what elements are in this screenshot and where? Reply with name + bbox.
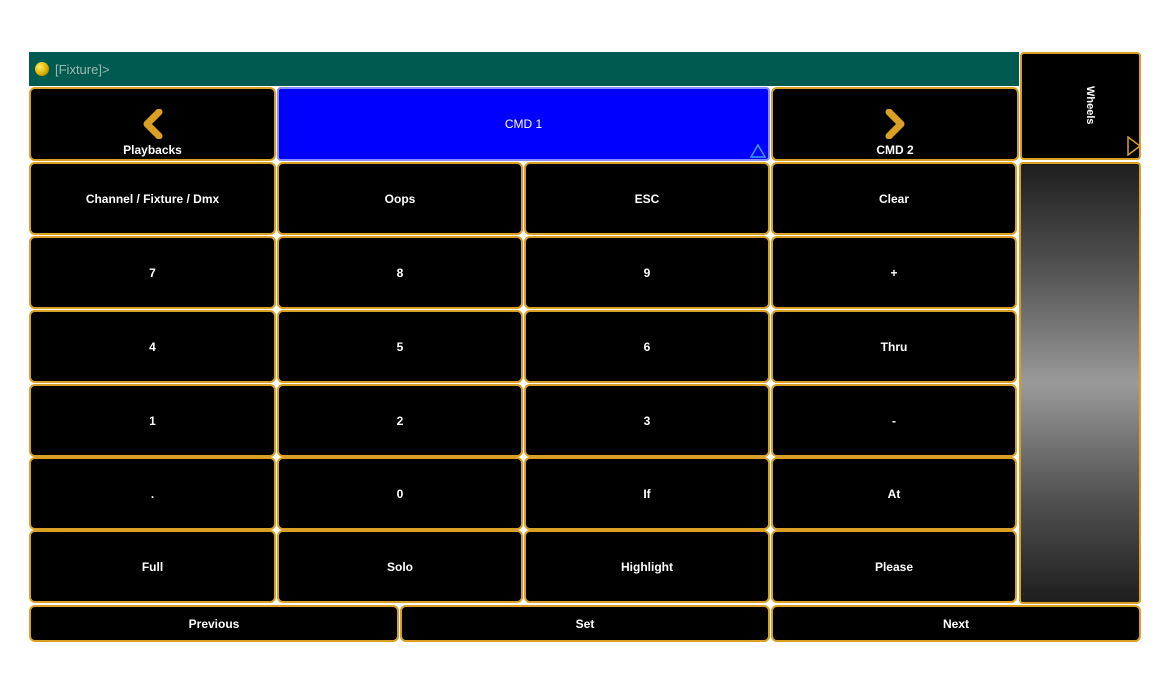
chevron-left-icon <box>143 109 162 139</box>
minus-button[interactable]: - <box>771 384 1017 457</box>
fader-slider[interactable] <box>1019 162 1141 604</box>
key-9-button[interactable]: 9 <box>524 236 770 309</box>
key-7-button[interactable]: 7 <box>29 236 276 309</box>
chevron-right-icon <box>885 109 905 139</box>
set-button[interactable]: Set <box>400 605 770 642</box>
dot-button[interactable]: . <box>29 457 276 530</box>
key-4-button[interactable]: 4 <box>29 310 276 383</box>
wheels-button[interactable]: Wheels <box>1020 52 1141 160</box>
key-0-button[interactable]: 0 <box>277 457 523 530</box>
thru-button[interactable]: Thru <box>771 310 1017 383</box>
channel-fixture-dmx-button[interactable]: Channel / Fixture / Dmx <box>29 162 276 235</box>
triangle-right-icon <box>1127 136 1141 156</box>
cmd1-label: CMD 1 <box>504 117 543 131</box>
command-line[interactable]: [Fixture]> <box>29 52 1019 86</box>
playbacks-label: Playbacks <box>123 143 182 157</box>
key-2-button[interactable]: 2 <box>277 384 523 457</box>
full-button[interactable]: Full <box>29 530 276 603</box>
oops-button[interactable]: Oops <box>277 162 523 235</box>
key-5-button[interactable]: 5 <box>277 310 523 383</box>
playbacks-button[interactable]: Playbacks <box>29 87 276 161</box>
cmd2-label: CMD 2 <box>876 143 914 157</box>
clear-button[interactable]: Clear <box>771 162 1017 235</box>
key-3-button[interactable]: 3 <box>524 384 770 457</box>
cmd1-tab[interactable]: CMD 1 <box>277 87 770 161</box>
please-button[interactable]: Please <box>771 530 1017 603</box>
next-button[interactable]: Next <box>771 605 1141 642</box>
solo-button[interactable]: Solo <box>277 530 523 603</box>
plus-button[interactable]: + <box>771 236 1017 309</box>
previous-button[interactable]: Previous <box>29 605 399 642</box>
esc-button[interactable]: ESC <box>524 162 770 235</box>
status-dot-icon <box>35 62 49 76</box>
if-button[interactable]: If <box>524 457 770 530</box>
key-6-button[interactable]: 6 <box>524 310 770 383</box>
triangle-up-icon <box>750 144 766 158</box>
at-button[interactable]: At <box>771 457 1017 530</box>
key-8-button[interactable]: 8 <box>277 236 523 309</box>
command-prompt: [Fixture]> <box>55 61 110 77</box>
cmd2-button[interactable]: CMD 2 <box>771 87 1019 161</box>
key-1-button[interactable]: 1 <box>29 384 276 457</box>
highlight-button[interactable]: Highlight <box>524 530 770 603</box>
wheels-label: Wheels <box>1084 86 1096 125</box>
